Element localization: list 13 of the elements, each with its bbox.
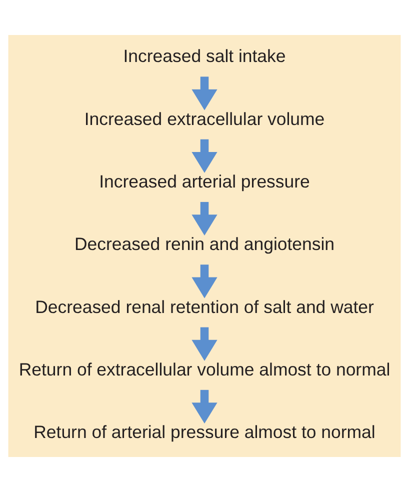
arrow <box>192 389 218 423</box>
arrow <box>192 326 218 360</box>
node-text: Increased arterial pressure <box>99 170 310 191</box>
arrow <box>192 201 218 236</box>
node-text: Return of extracellular volume almost to normal <box>18 358 390 379</box>
node-text: Decreased renal retention of salt and water <box>35 296 374 316</box>
node-text: Decreased renin and angiotensin <box>74 234 335 254</box>
node-text: Return of arterial pressure almost to normal <box>34 422 376 442</box>
arrow <box>192 138 218 172</box>
node-text: Increased extracellular volume <box>84 108 325 128</box>
arrow <box>192 264 218 298</box>
node-text: Increased salt intake <box>123 46 286 66</box>
arrow <box>192 76 218 110</box>
